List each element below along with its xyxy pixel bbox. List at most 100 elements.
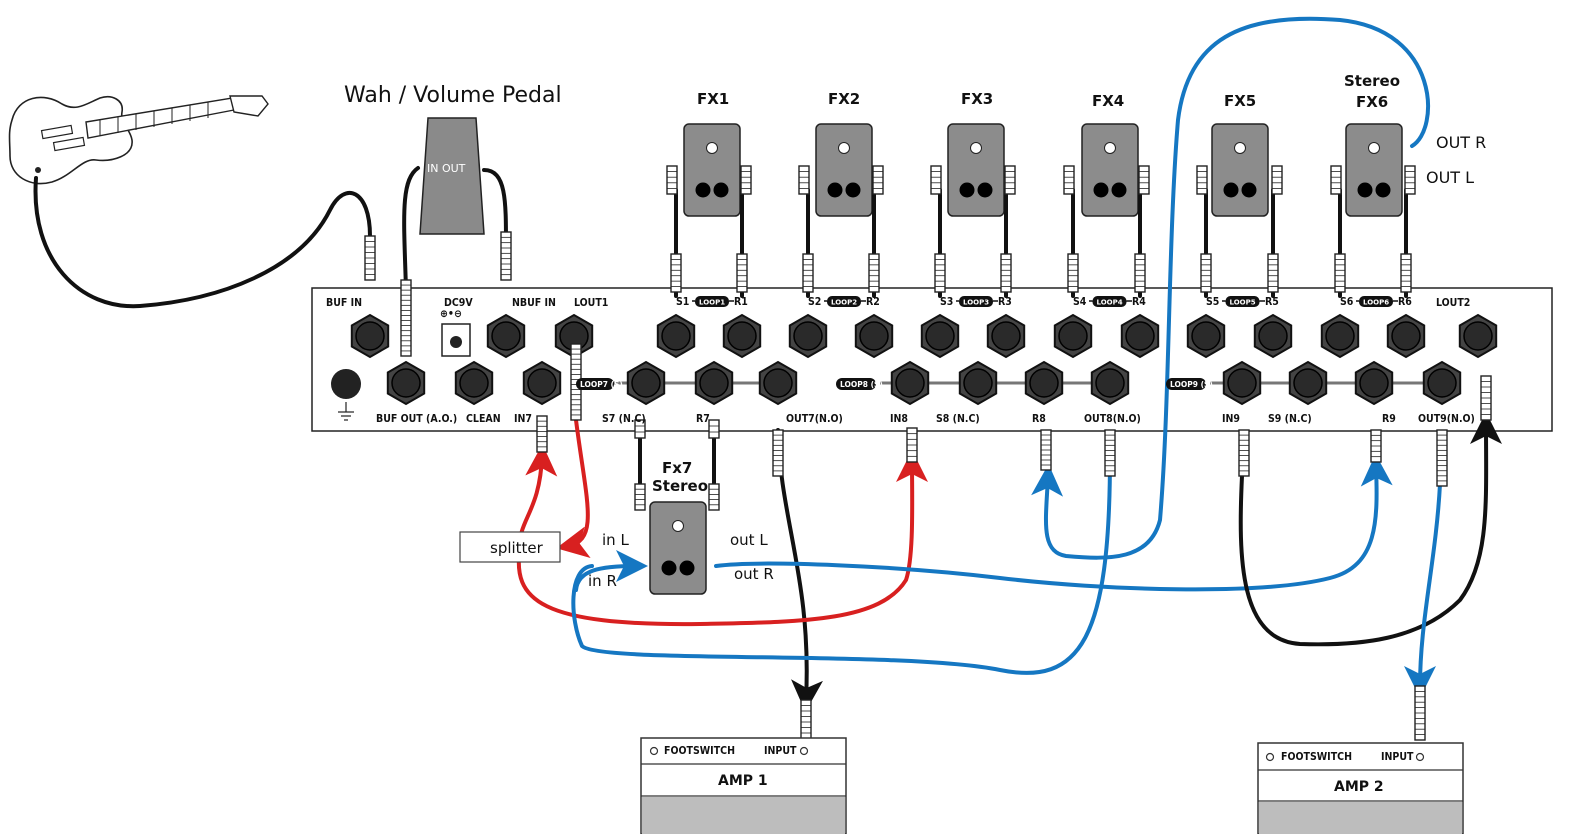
amp-2: FOOTSWITCH INPUT AMP 2: [1257, 742, 1464, 834]
in9-plug: [1238, 429, 1250, 477]
fx6-pedal: [1345, 123, 1403, 217]
send3-jack[interactable]: [920, 313, 960, 359]
fx1-pedal: [683, 123, 741, 217]
return1-plug: [736, 253, 748, 293]
amp1-footswitch-label: FOOTSWITCH: [664, 745, 735, 757]
return5-jack[interactable]: [1253, 313, 1293, 359]
send5-jack[interactable]: [1186, 313, 1226, 359]
s7-plug: [634, 419, 646, 439]
s9-jack[interactable]: [1288, 360, 1328, 406]
buf-in-plug: [364, 235, 376, 281]
in8-plug: [906, 427, 918, 463]
ground-knob[interactable]: [331, 369, 361, 421]
splitter-label: splitter: [490, 539, 544, 557]
fx5-title: FX5: [1224, 92, 1256, 110]
fx4-out-plug: [1138, 165, 1150, 195]
r7-jack[interactable]: [694, 360, 734, 406]
fx7-title-stereo: Stereo: [652, 477, 708, 495]
switcher-unit: [311, 287, 1553, 432]
fx3-title: FX3: [961, 90, 993, 108]
send2-jack[interactable]: [788, 313, 828, 359]
send5-plug: [1200, 253, 1212, 293]
svg-text:LOOP9 (S): LOOP9 (S): [1170, 380, 1213, 389]
r7-label: R7: [696, 413, 710, 425]
loop7-stereo-tag: LOOP7 (S): [576, 378, 623, 390]
in9-jack[interactable]: [1222, 360, 1262, 406]
return4-jack[interactable]: [1120, 313, 1160, 359]
send6-jack[interactable]: [1320, 313, 1360, 359]
send4-plug: [1067, 253, 1079, 293]
fx3-in-plug: [930, 165, 942, 195]
fx6-out-plug: [1404, 165, 1416, 195]
out7-plug: [772, 429, 784, 477]
fx7-pedal: [649, 501, 707, 595]
return3-jack[interactable]: [986, 313, 1026, 359]
return6-jack[interactable]: [1386, 313, 1426, 359]
clean-jack[interactable]: [454, 360, 494, 406]
send-label: S2: [808, 296, 821, 308]
send1-jack[interactable]: [656, 313, 696, 359]
r9-plug: [1370, 429, 1382, 463]
fx2-in-plug: [798, 165, 810, 195]
fx7-out-r-to-r9-cable: [714, 454, 1393, 592]
splitter-to-in8-cable: [516, 450, 929, 627]
buf-in-label: BUF IN: [326, 297, 362, 309]
in8-label: IN8: [890, 413, 908, 425]
fx4-title: FX4: [1092, 92, 1124, 110]
in8-jack[interactable]: [890, 360, 930, 406]
fx4-in-plug: [1063, 165, 1075, 195]
return1-jack[interactable]: [722, 313, 762, 359]
guitar-illustration: [8, 95, 269, 185]
buf-out-plug: [400, 279, 412, 357]
amp-1: FOOTSWITCH INPUT AMP 1: [640, 737, 847, 834]
r9-label: R9: [1382, 413, 1396, 425]
return2-jack[interactable]: [854, 313, 894, 359]
fx6-title: FX6: [1356, 93, 1388, 111]
buf-out-jack[interactable]: [386, 360, 426, 406]
send4-jack[interactable]: [1053, 313, 1093, 359]
out8-jack[interactable]: [1090, 360, 1130, 406]
out9-plug: [1436, 429, 1448, 487]
fx7-in-r-label: in R: [588, 572, 617, 590]
lout2-jack[interactable]: [1458, 313, 1498, 359]
nbuf-in-jack[interactable]: [486, 313, 526, 359]
in9-label: IN9: [1222, 413, 1240, 425]
buf-in-jack[interactable]: [350, 313, 390, 359]
s8-jack[interactable]: [958, 360, 998, 406]
in7-jack[interactable]: [522, 360, 562, 406]
lout2-plug: [1480, 375, 1492, 421]
out7-jack[interactable]: [758, 360, 798, 406]
send1-plug: [670, 253, 682, 293]
s7-jack[interactable]: [626, 360, 666, 406]
splitter-box: splitter: [459, 531, 561, 563]
return4-plug: [1134, 253, 1146, 293]
guitar-cable: [33, 176, 372, 309]
r8-jack[interactable]: [1024, 360, 1064, 406]
dc-power-jack[interactable]: [441, 323, 471, 357]
wah-io-label: IN OUT: [427, 162, 466, 175]
s8-label: S8 (N.C): [936, 413, 980, 425]
in7-plug: [536, 415, 548, 453]
out9-to-amp2-cable: [1404, 482, 1442, 698]
fx6-out-r-label: OUT R: [1436, 133, 1486, 152]
return-label: R3: [998, 296, 1012, 308]
fx5-in-plug: [1196, 165, 1208, 195]
fx3-pedal: [947, 123, 1005, 217]
loop-tag: LOOP6: [1363, 299, 1389, 307]
amp2-name: AMP 2: [1334, 779, 1384, 795]
out9-jack[interactable]: [1422, 360, 1462, 406]
amp2-footswitch-label: FOOTSWITCH: [1281, 751, 1352, 763]
fx1-out-plug: [740, 165, 752, 195]
svg-text:LOOP7 (S): LOOP7 (S): [580, 380, 623, 389]
out8-to-fx7-in-r-cable: [571, 454, 1112, 675]
fx6-in-plug: [1330, 165, 1342, 195]
nbuf-in-label: NBUF IN: [512, 297, 556, 309]
return-label: R1: [734, 296, 748, 308]
fx7-in-r-tail-cable: [574, 550, 648, 592]
send-label: S3: [940, 296, 953, 308]
r9-jack[interactable]: [1354, 360, 1394, 406]
